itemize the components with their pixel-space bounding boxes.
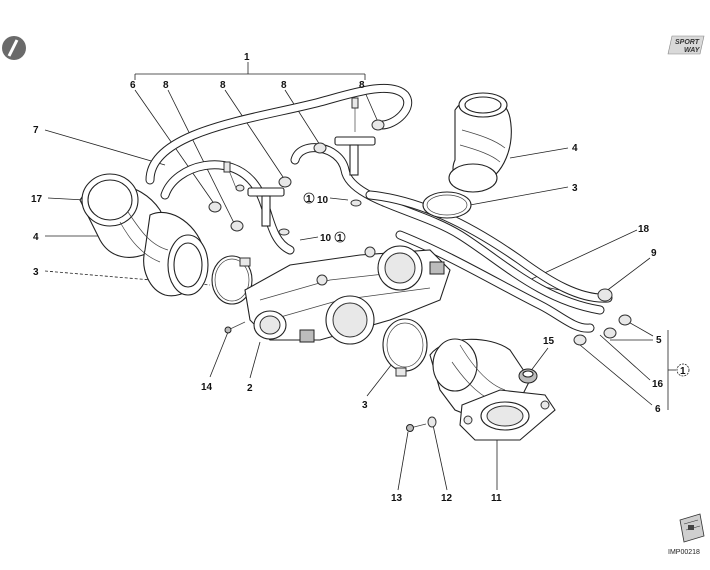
callout-labels: 1 2 3 3 3 4 4 5 6 6 7 8 8 8 8 9 10 10 11…: [31, 52, 664, 504]
callout-8-a: 8: [163, 80, 169, 91]
callout-11: 11: [491, 493, 502, 504]
right-intake-duct: [448, 92, 512, 193]
hose-clips: [208, 119, 632, 346]
callout-8-b: 8: [220, 80, 226, 91]
callout-12: 12: [441, 493, 453, 504]
callout-6-top: 6: [130, 80, 136, 91]
callout-5: 5: [656, 335, 662, 346]
callout-4-right: 4: [572, 143, 578, 154]
callout-10-b: 10: [320, 233, 332, 244]
grommet-15: [518, 368, 538, 384]
callout-3-bottom: 3: [362, 400, 368, 411]
callout-13: 13: [391, 493, 403, 504]
t-fittings: [223, 97, 376, 236]
circled-markers: 1 1 1: [303, 192, 690, 377]
callout-7: 7: [33, 125, 39, 136]
callout-9: 9: [651, 248, 657, 259]
intake-manifold: [429, 338, 556, 441]
sportway-logo: SPORT WAY: [667, 35, 705, 55]
callout-3-left: 3: [33, 267, 39, 278]
callout-8-c: 8: [281, 80, 287, 91]
callout-17: 17: [31, 194, 43, 205]
right-clamp-3: [422, 191, 472, 219]
bottom-clamp-3: [382, 318, 428, 377]
callout-2: 2: [247, 383, 253, 394]
callout-14: 14: [201, 382, 213, 393]
callout-3-right: 3: [572, 183, 578, 194]
callout-1: 1: [244, 52, 250, 63]
circled-marker-1-b: 1: [337, 233, 343, 244]
screw-13: [406, 423, 427, 432]
callout-8-d: 8: [359, 80, 365, 91]
circled-marker-1-a: 1: [306, 194, 312, 205]
callout-10-a: 10: [317, 195, 329, 206]
screw-14: [224, 321, 246, 334]
vacuum-hoses: [145, 83, 613, 333]
logo-line1: SPORT: [675, 39, 700, 46]
book-icon: [679, 513, 705, 543]
washer-12: [427, 416, 437, 428]
callout-4-left: 4: [33, 232, 39, 243]
callout-18: 18: [638, 224, 650, 235]
logo-line2: WAY: [684, 47, 701, 54]
left-intake-duct: [79, 173, 209, 297]
drawing-code: IMP00218: [668, 549, 700, 556]
throttle-body: [244, 245, 451, 345]
callout-16: 16: [652, 379, 664, 390]
callout-6-right: 6: [655, 404, 661, 415]
circled-marker-1-c: 1: [680, 366, 686, 377]
left-clamp-3: [211, 255, 253, 305]
motorcycle-manual-icon: [2, 36, 26, 60]
callout-15: 15: [543, 336, 555, 347]
